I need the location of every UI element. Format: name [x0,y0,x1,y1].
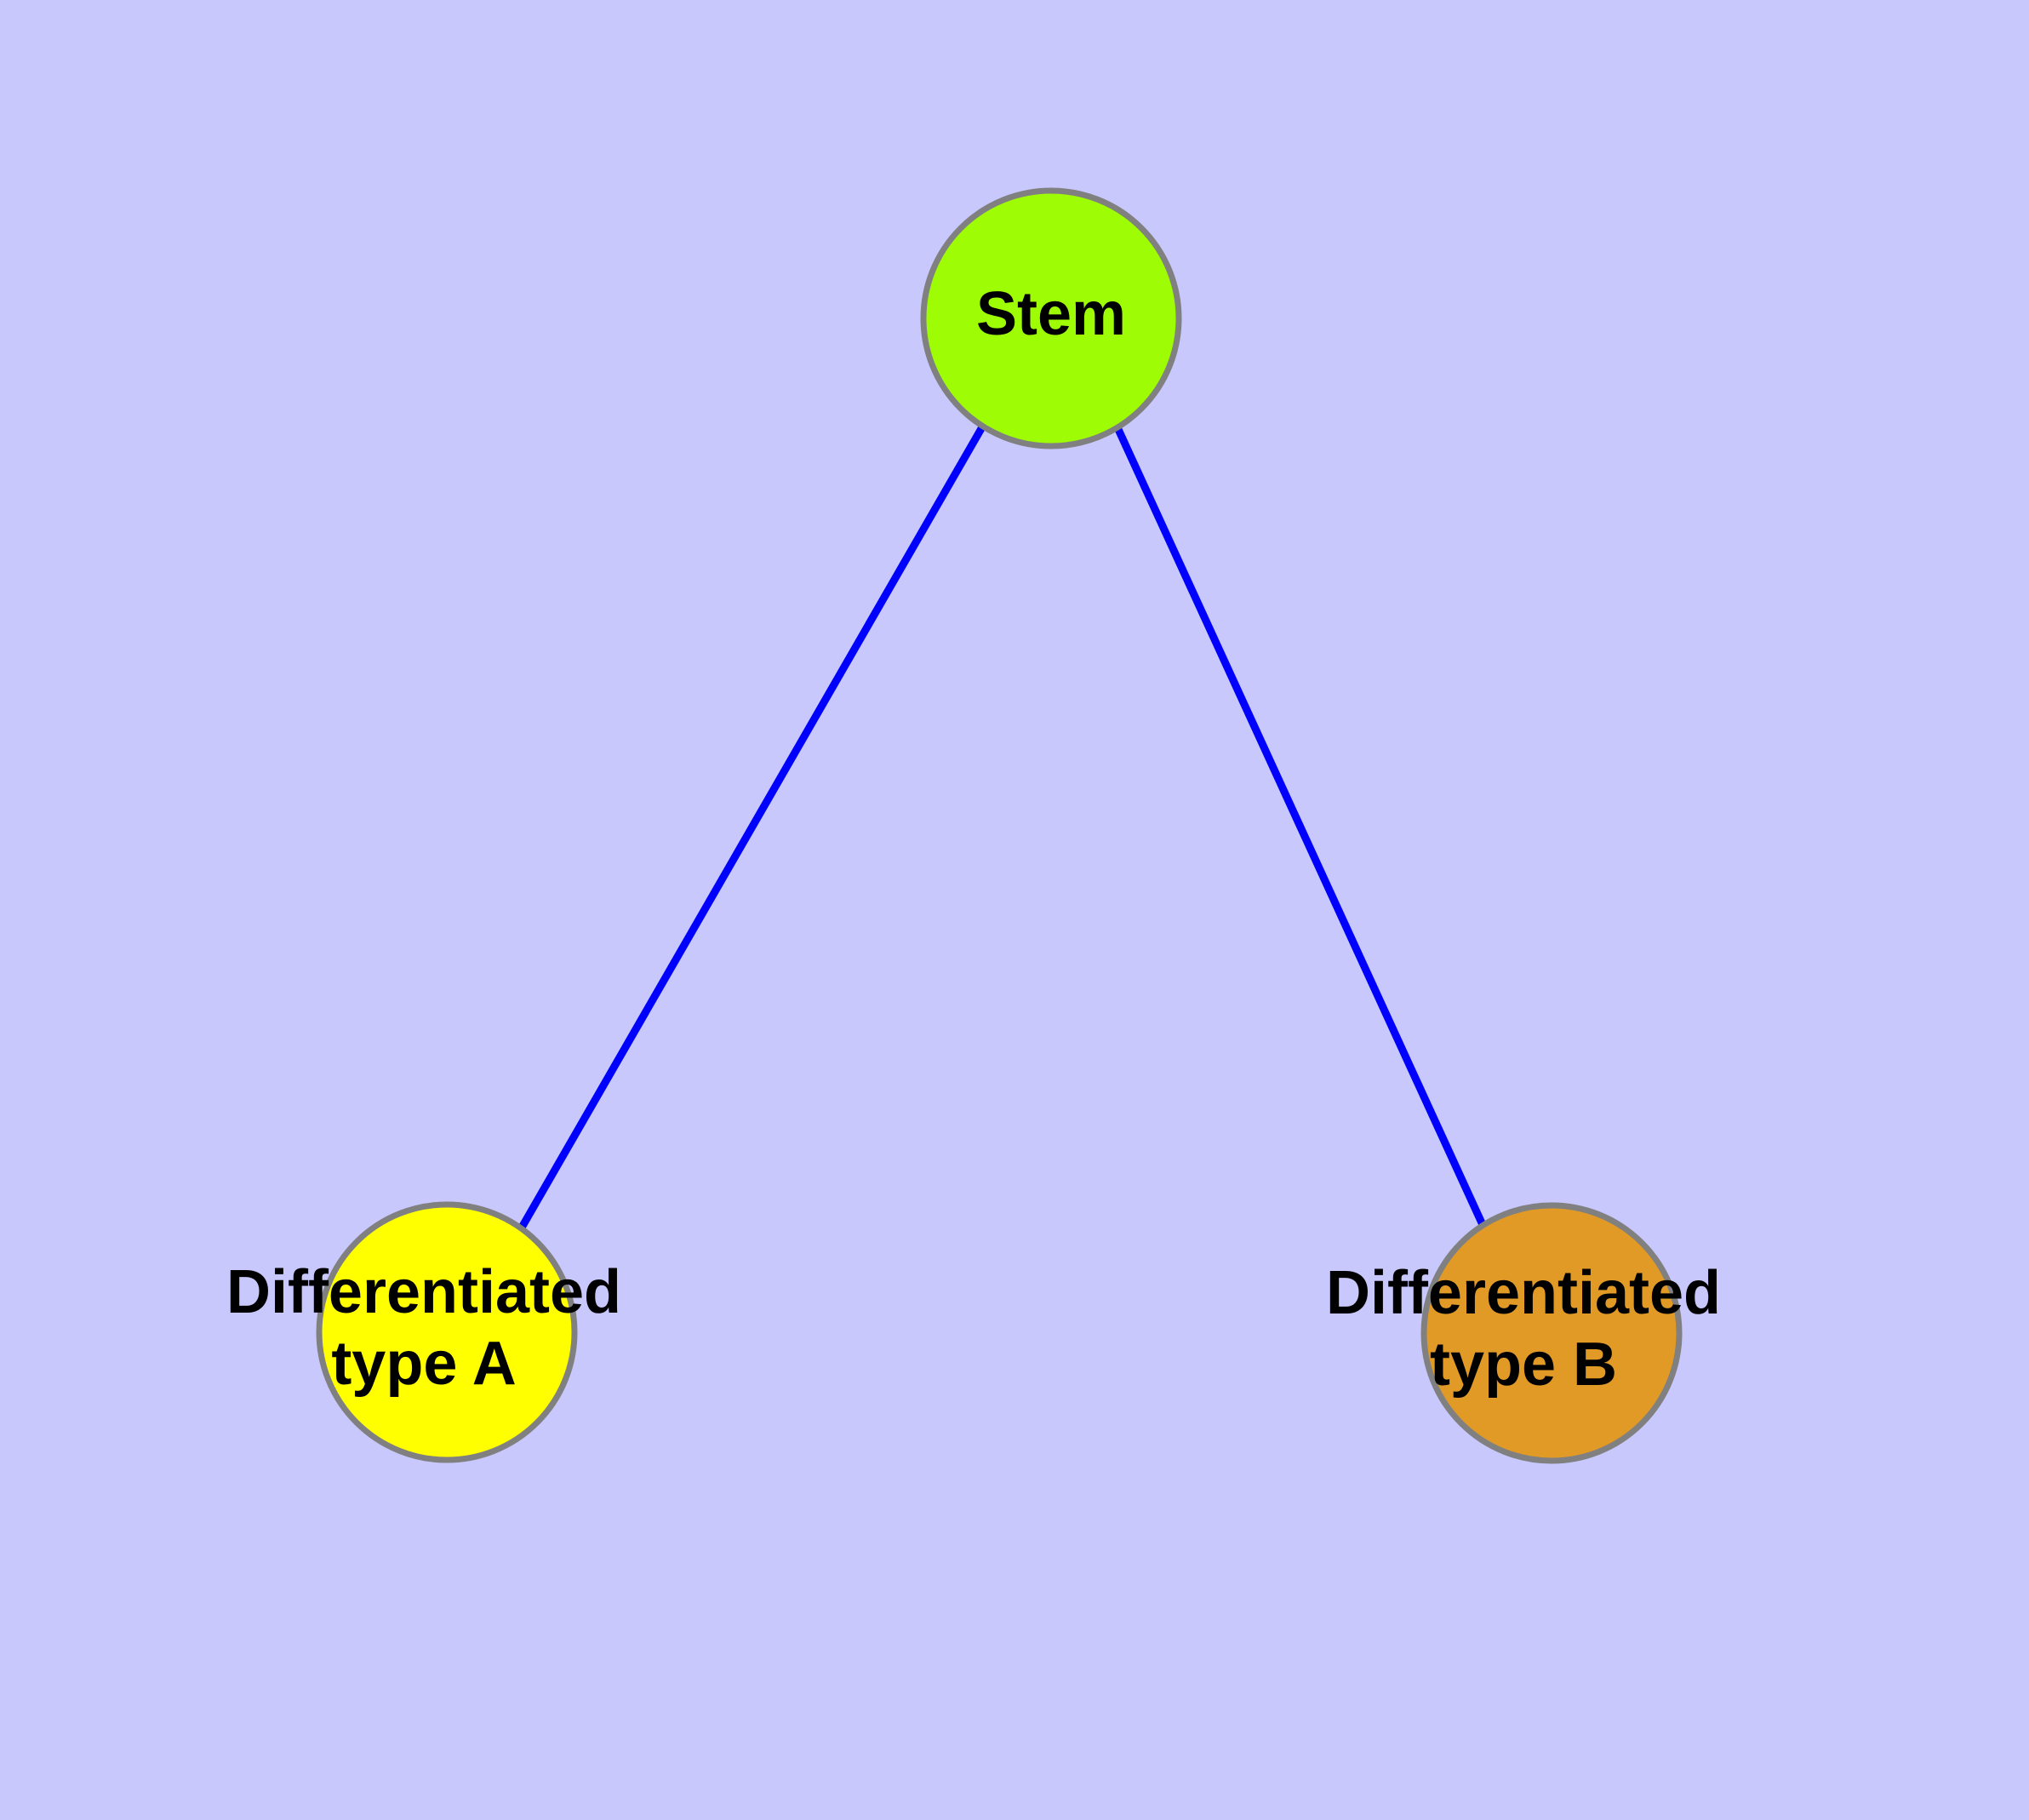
graph-edge-stem-to-type-b [1112,424,1488,1228]
edges-group [518,423,1488,1230]
node-label-line: Differentiated [1326,1259,1721,1327]
graph-node-differentiated-type-b[interactable] [1420,1202,1683,1464]
node-label-line: type A [331,1330,516,1398]
node-label-line: type B [1430,1331,1617,1399]
node-label-line: Differentiated [226,1258,621,1326]
node-label-stem: Stem [976,280,1126,348]
graph-edge-stem-to-type-a [518,423,986,1230]
graph-node-differentiated-type-a[interactable] [316,1201,578,1463]
node-label-line: Stem [976,280,1126,348]
graph-node-stem[interactable] [920,187,1182,449]
nodes-group [316,187,1683,1464]
